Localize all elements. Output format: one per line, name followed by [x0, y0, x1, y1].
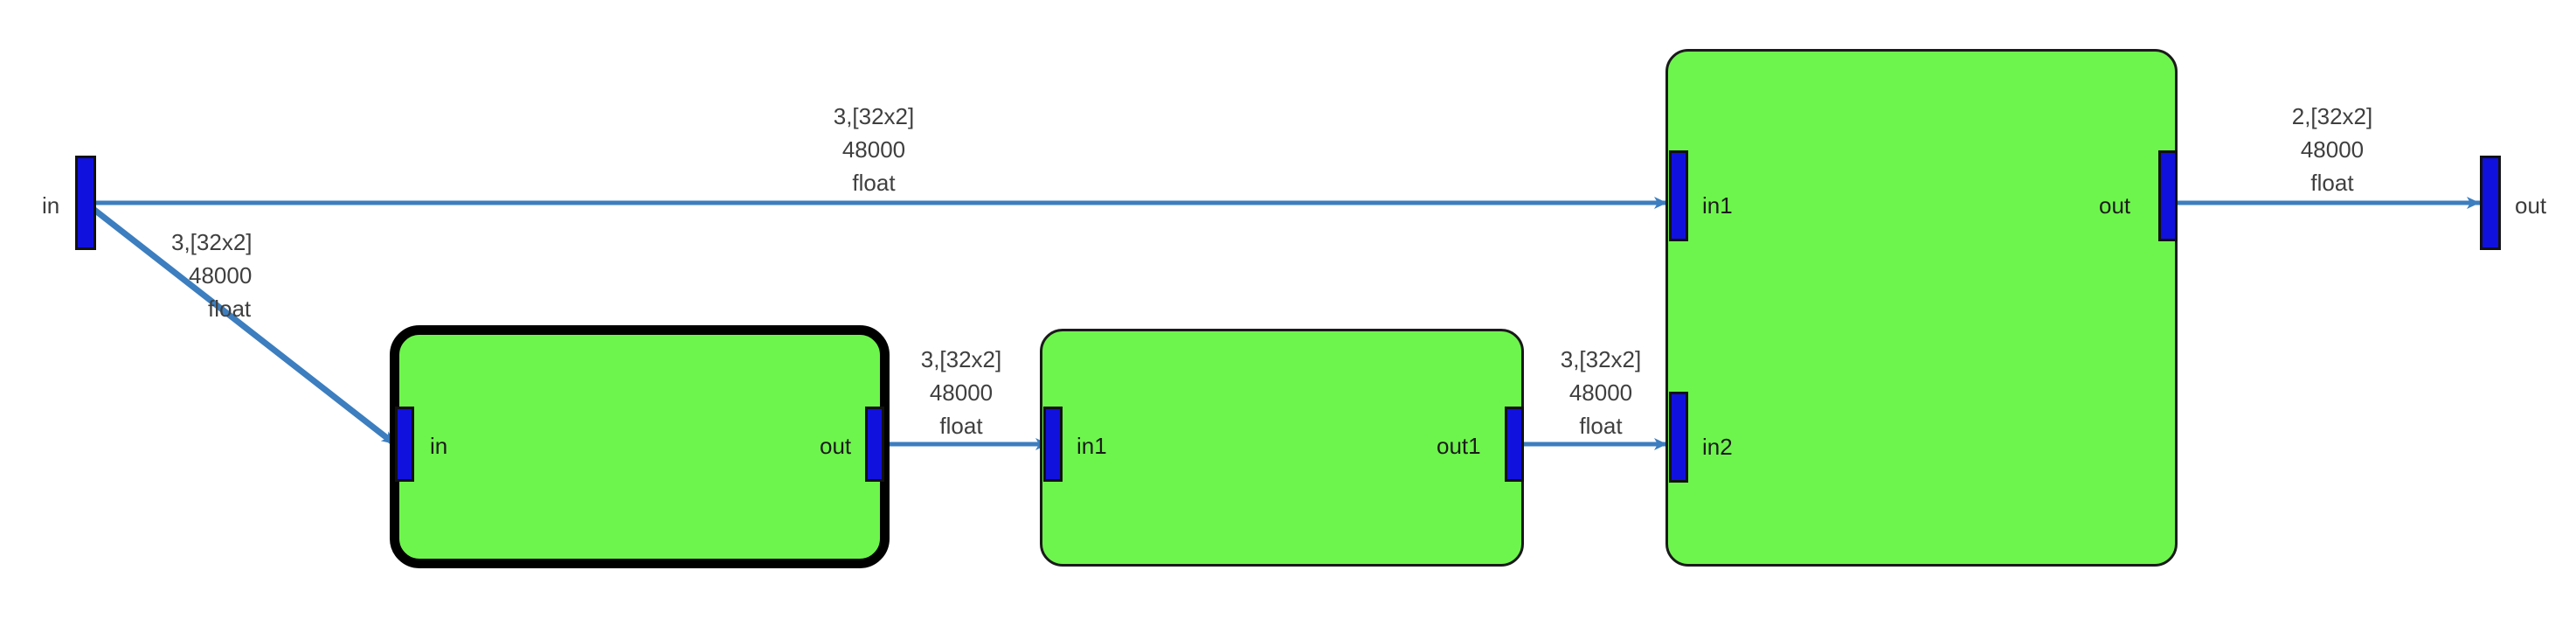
terminal-in-port[interactable] — [75, 156, 96, 250]
block-scaler-port-in1[interactable] — [1043, 407, 1063, 482]
edge-label-line2: 48000 — [841, 136, 906, 163]
edge-label-line1: 3,[32x2] — [1560, 346, 1642, 372]
terminal-in-label: in — [42, 192, 60, 219]
edge-label-line2: 48000 — [2300, 136, 2365, 163]
edge-label-line2: 48000 — [929, 379, 994, 406]
edge-label-line3: float — [208, 296, 252, 322]
block-adder-port-in1-label: in1 — [1702, 192, 1733, 219]
block-adder-port-out[interactable] — [2158, 150, 2178, 241]
block-adder-port-in2[interactable] — [1669, 392, 1688, 483]
edge-label-line2: 48000 — [189, 262, 253, 289]
edge-label-in-to-filter-in: 3,[32x2] 48000 float — [171, 226, 355, 325]
edge-label-line3: float — [939, 413, 983, 439]
block-filter-port-out-label: out — [820, 433, 852, 459]
edge-label-line1: 3,[32x2] — [920, 346, 1002, 372]
block-scaler-port-out1-label: out1 — [1437, 433, 1481, 459]
edge-label-line2: 48000 — [1568, 379, 1633, 406]
edge-label-line3: float — [1579, 413, 1623, 439]
block-filter-port-in-label: in — [430, 433, 448, 459]
block-adder-port-in1[interactable] — [1669, 150, 1688, 241]
terminal-out-label: out — [2515, 192, 2547, 219]
edge-label-line3: float — [2310, 170, 2354, 196]
edge-label-filter-out-to-scaler-in1: 3,[32x2] 48000 float — [886, 343, 1036, 442]
block-adder-port-out-label: out — [2099, 192, 2131, 219]
edge-label-scaler-out1-to-adder-in2: 3,[32x2] 48000 float — [1526, 343, 1676, 442]
edge-label-line3: float — [852, 170, 896, 196]
block-adder-port-in2-label: in2 — [1702, 434, 1733, 460]
edge-label-line1: 3,[32x2] — [833, 103, 915, 129]
block-filter[interactable] — [390, 325, 890, 568]
block-filter-port-in[interactable] — [395, 407, 414, 482]
edge-label-line1: 3,[32x2] — [171, 229, 253, 255]
block-scaler-port-out1[interactable] — [1505, 407, 1524, 482]
edge-label-in-to-adder-in1: 3,[32x2] 48000 float — [769, 100, 979, 199]
edge-label-adder-out-to-out: 2,[32x2] 48000 float — [2232, 100, 2433, 199]
terminal-out-port[interactable] — [2480, 156, 2501, 250]
edge-label-line1: 2,[32x2] — [2291, 103, 2373, 129]
block-filter-port-out[interactable] — [865, 407, 884, 482]
block-adder[interactable] — [1665, 49, 2178, 567]
block-scaler-port-in1-label: in1 — [1077, 433, 1107, 459]
